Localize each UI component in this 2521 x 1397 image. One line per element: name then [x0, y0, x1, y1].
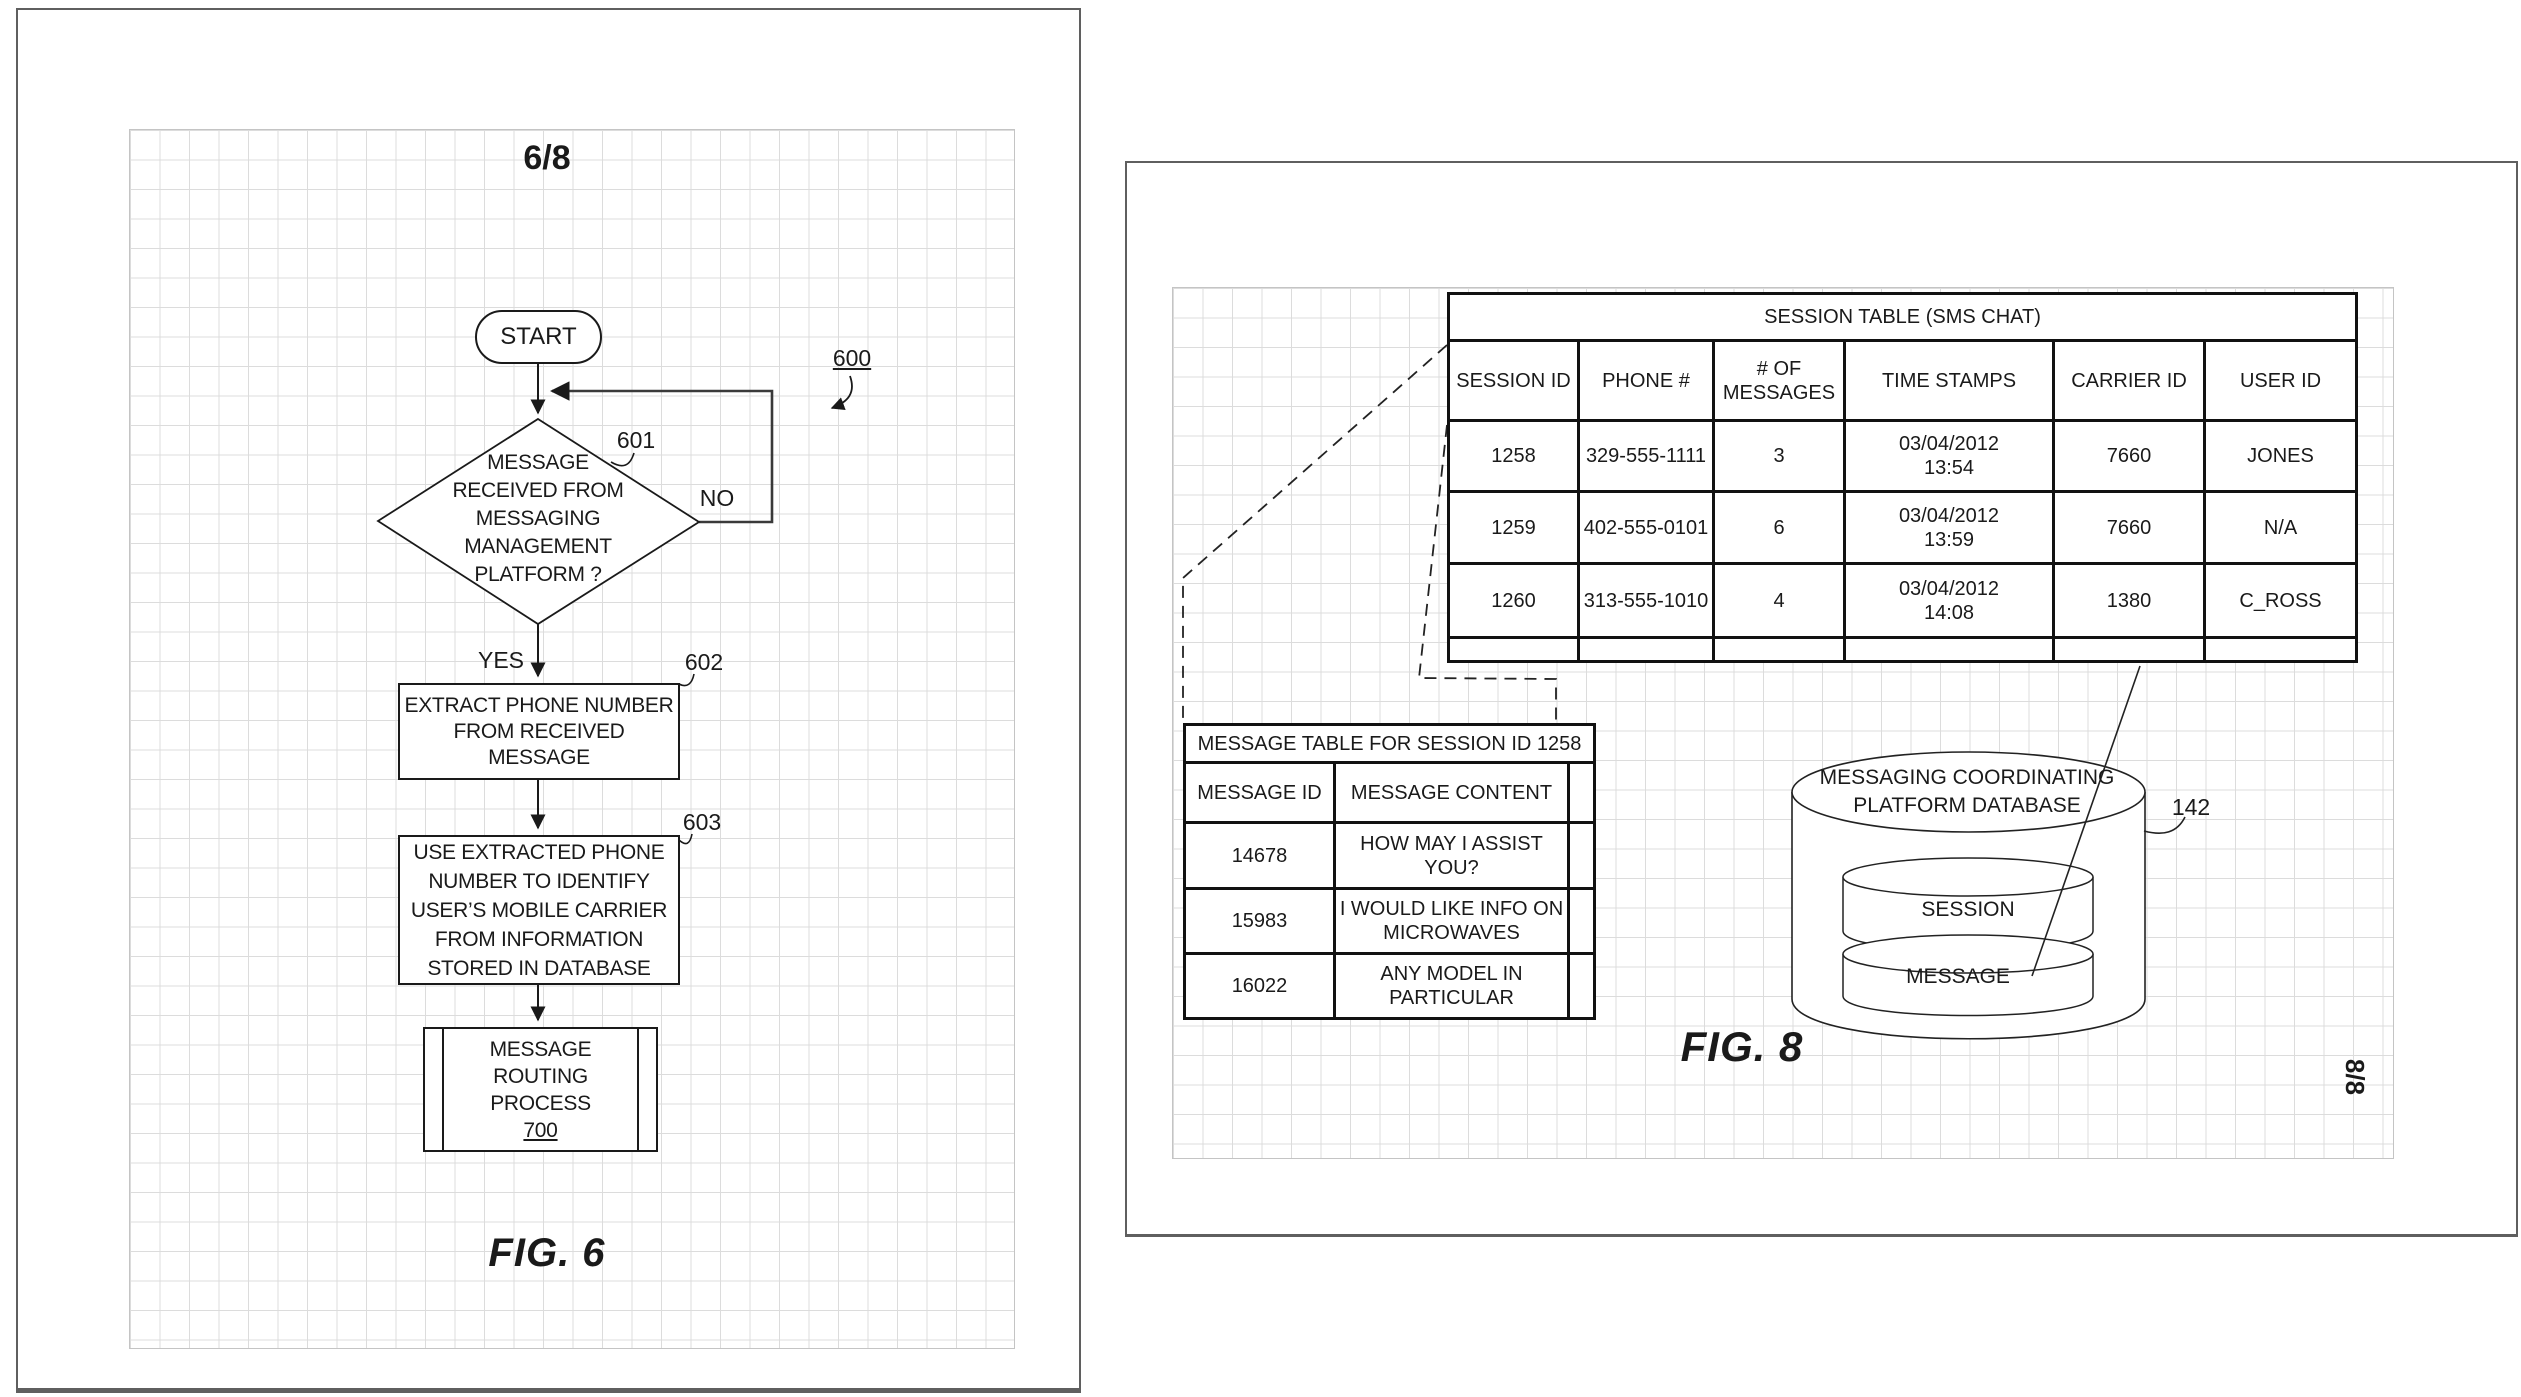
message-col-header: MESSAGE ID — [1183, 761, 1336, 824]
yes-branch-label: YES — [477, 646, 525, 673]
session-cell: 402-555-0101 — [1577, 490, 1715, 565]
predefined-process-right-bar — [637, 1029, 639, 1150]
session-empty-row — [1447, 636, 2359, 663]
session-table-title: SESSION TABLE (SMS CHAT) — [1446, 292, 2359, 342]
decision-601-text: MESSAGE RECEIVED FROM MESSAGING MANAGEME… — [418, 448, 658, 590]
session-row: 1260 313-555-1010 4 03/04/2012 14:08 138… — [1447, 562, 2359, 639]
session-col-header: CARRIER ID — [2052, 339, 2206, 422]
session-cell: C_ROSS — [2202, 562, 2359, 639]
session-col-header: SESSION ID — [1447, 339, 1580, 422]
decision-line: RECEIVED FROM — [452, 479, 624, 502]
session-cell: 1259 — [1447, 490, 1580, 565]
session-col-header: TIME STAMPS — [1843, 339, 2055, 422]
ref-601-label: 601 — [616, 426, 656, 453]
message-empty-col — [1567, 761, 1596, 824]
message-cell: HOW MAY I ASSIST YOU? — [1333, 821, 1570, 890]
no-branch-label: NO — [699, 484, 735, 511]
message-disk-label: MESSAGE — [1906, 965, 2010, 988]
session-cell: 03/04/2012 14:08 — [1843, 562, 2055, 639]
session-col-header: PHONE # — [1577, 339, 1715, 422]
message-table-title: MESSAGE TABLE FOR SESSION ID 1258 — [1183, 723, 1596, 764]
message-row: 16022 ANY MODEL IN PARTICULAR — [1183, 952, 1596, 1020]
session-cell: 6 — [1712, 490, 1846, 565]
decision-line: MESSAGE — [487, 451, 589, 474]
process700-line: MESSAGE — [489, 1037, 592, 1061]
box603-line: NUMBER TO IDENTIFY — [428, 869, 650, 893]
session-table: SESSION TABLE (SMS CHAT) SESSION ID PHON… — [1446, 292, 2359, 663]
session-row: 1259 402-555-0101 6 03/04/2012 13:59 766… — [1447, 490, 2359, 565]
process-box-603: USE EXTRACTED PHONE NUMBER TO IDENTIFY U… — [398, 835, 680, 985]
figure-8-caption: FIG. 8 — [1680, 1023, 1804, 1070]
decision-line: MESSAGING — [475, 507, 601, 530]
process700-line: PROCESS — [490, 1091, 591, 1115]
ref-602-label: 602 — [684, 648, 724, 675]
box603-line: STORED IN DATABASE — [427, 956, 651, 980]
session-disk-label: SESSION — [1921, 898, 2015, 921]
session-cell: JONES — [2202, 419, 2359, 493]
database-label: MESSAGING COORDINATING PLATFORM DATABASE — [1819, 766, 2115, 817]
session-cell: 7660 — [2052, 419, 2206, 493]
message-row: 15983 I WOULD LIKE INFO ON MICROWAVES — [1183, 887, 1596, 955]
process700-line: ROUTING — [493, 1064, 588, 1088]
sheet-6of8-page: 6/8 START 600 601 MESSAGE RECEIVED FROM … — [16, 8, 1081, 1393]
sheet-number: 6/8 — [523, 138, 571, 177]
box602-line: FROM RECEIVED MESSAGE — [453, 719, 625, 769]
session-cell: 3 — [1712, 419, 1846, 493]
box603-line: USER’S MOBILE CARRIER — [410, 898, 668, 922]
message-col-header: MESSAGE CONTENT — [1333, 761, 1570, 824]
predefined-process-left-bar — [442, 1029, 444, 1150]
session-cell: 1380 — [2052, 562, 2206, 639]
message-row: 14678 HOW MAY I ASSIST YOU? — [1183, 821, 1596, 890]
message-cell: I WOULD LIKE INFO ON MICROWAVES — [1333, 887, 1570, 955]
session-cell: N/A — [2202, 490, 2359, 565]
decision-line: PLATFORM ? — [474, 563, 602, 586]
ref-142-label: 142 — [2171, 793, 2211, 820]
session-cell: 329-555-1111 — [1577, 419, 1715, 493]
start-label: START — [500, 323, 577, 350]
session-cell: 4 — [1712, 562, 1846, 639]
session-col-header: # OF MESSAGES — [1712, 339, 1846, 422]
sheet-8of8-page: SESSION TABLE (SMS CHAT) SESSION ID PHON… — [1125, 161, 2518, 1237]
session-cell: 03/04/2012 13:54 — [1843, 419, 2055, 493]
box603-line: FROM INFORMATION — [434, 927, 644, 951]
ref-700-label: 700 — [523, 1118, 558, 1142]
start-terminator: START — [475, 310, 602, 364]
figure-6-caption: FIG. 6 — [488, 1230, 606, 1275]
message-cell: 15983 — [1183, 887, 1336, 955]
session-cell: 1258 — [1447, 419, 1580, 493]
ref-603-label: 603 — [682, 808, 722, 835]
message-empty-col — [1567, 821, 1596, 890]
box603-line: USE EXTRACTED PHONE — [413, 840, 665, 864]
message-empty-col — [1567, 887, 1596, 955]
message-table: MESSAGE TABLE FOR SESSION ID 1258 MESSAG… — [1183, 723, 1596, 1020]
message-cell: ANY MODEL IN PARTICULAR — [1333, 952, 1570, 1020]
session-cell: 7660 — [2052, 490, 2206, 565]
ref-600-label: 600 — [832, 344, 872, 371]
predefined-process-700: MESSAGE ROUTING PROCESS 700 — [423, 1027, 658, 1152]
sheet-number: 8/8 — [2340, 1058, 2371, 1096]
decision-line: MANAGEMENT — [464, 535, 612, 558]
session-col-header: USER ID — [2202, 339, 2359, 422]
process-box-602: EXTRACT PHONE NUMBER FROM RECEIVED MESSA… — [398, 683, 680, 780]
session-cell: 1260 — [1447, 562, 1580, 639]
session-cell: 313-555-1010 — [1577, 562, 1715, 639]
session-row: 1258 329-555-1111 3 03/04/2012 13:54 766… — [1447, 419, 2359, 493]
box602-line: EXTRACT PHONE NUMBER — [404, 693, 674, 717]
session-cell: 03/04/2012 13:59 — [1843, 490, 2055, 565]
message-empty-col — [1567, 952, 1596, 1020]
message-cell: 16022 — [1183, 952, 1336, 1020]
message-cell: 14678 — [1183, 821, 1336, 890]
